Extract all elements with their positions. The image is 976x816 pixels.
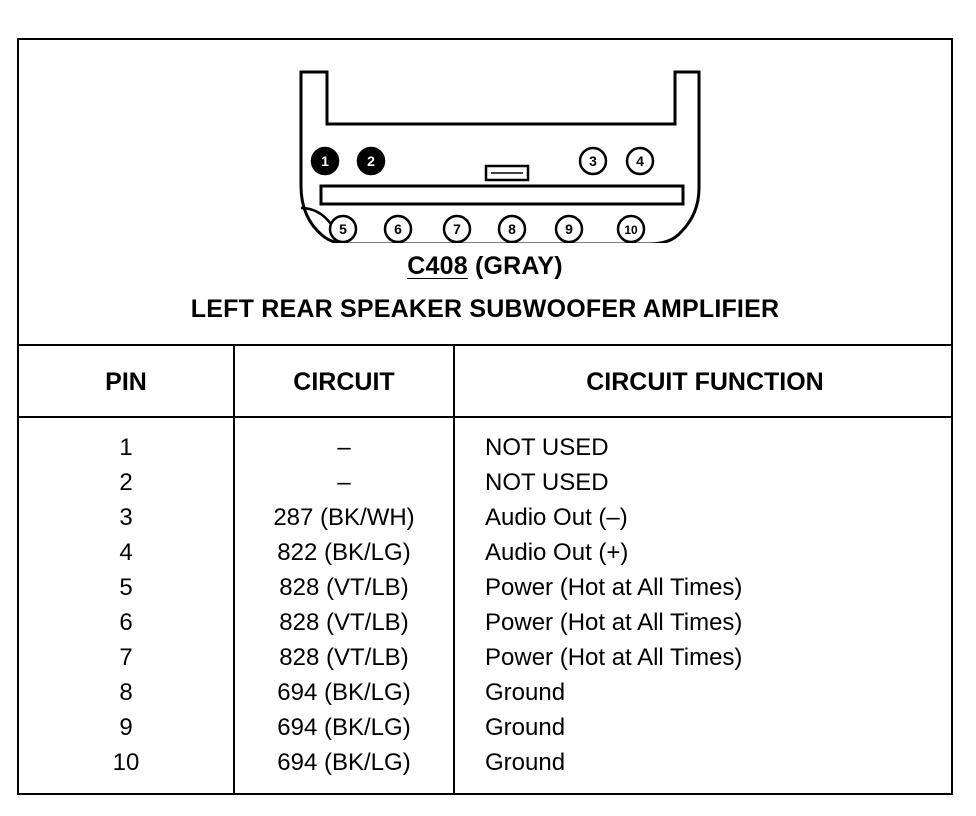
table-row: 4 822 (BK/LG) Audio Out (+) [19,539,951,574]
pin-number: 4 [119,539,133,566]
circuit-function: Ground [485,749,566,776]
connector-color: (GRAY) [474,252,563,280]
pin-5-label: 5 [339,221,347,237]
table-row: 5 828 (VT/LB) Power (Hot at All Times) [19,574,951,609]
pin-number: 7 [119,644,133,671]
circuit-function: Ground [485,679,566,706]
connector-face-diagram: 1 2 3 4 5 6 7 8 9 10 [299,70,701,243]
pin-6-label: 6 [394,221,402,237]
circuit-function: Power (Hot at All Times) [485,644,743,671]
table-row: 2 – NOT USED [19,469,951,504]
pin-2-cavity: 2 [356,146,386,176]
circuit-id: 828 (VT/LB) [279,644,409,671]
circuit-id: 694 (BK/LG) [277,679,411,706]
connector-housing-outline [299,70,701,243]
pin-8-cavity: 8 [497,214,527,243]
pin-10-label: 10 [624,223,638,237]
pin-number: 6 [119,609,133,636]
connector-description: LEFT REAR SPEAKER SUBWOOFER AMPLIFIER [190,295,780,323]
table-row: 9 694 (BK/LG) Ground [19,714,951,749]
circuit-id: – [337,434,351,461]
connector-lock-tab [484,164,530,182]
pin-10-cavity: 10 [616,214,646,243]
connector-slot-bar [319,184,685,206]
circuit-id: 822 (BK/LG) [277,539,411,566]
pin-7-cavity: 7 [442,214,472,243]
circuit-id: 694 (BK/LG) [277,714,411,741]
circuit-function: NOT USED [485,469,609,496]
circuit-function: Power (Hot at All Times) [485,574,743,601]
pin-number: 1 [119,434,133,461]
pin-8-label: 8 [508,221,516,237]
pin-number: 9 [119,714,133,741]
pin-5-cavity: 5 [328,214,358,243]
header-circuit: CIRCUIT [293,368,395,396]
circuit-id: 287 (BK/WH) [273,504,415,531]
table-row: 6 828 (VT/LB) Power (Hot at All Times) [19,609,951,644]
table-row: 3 287 (BK/WH) Audio Out (–) [19,504,951,539]
circuit-function: Power (Hot at All Times) [485,609,743,636]
connector-code: C408 [407,252,468,280]
circuit-id: 828 (VT/LB) [279,609,409,636]
column-divider [233,344,235,793]
table-row: 1 – NOT USED [19,434,951,469]
circuit-function: NOT USED [485,434,609,461]
circuit-function: Audio Out (–) [485,504,628,531]
pin-4-cavity: 4 [625,146,655,176]
pin-9-label: 9 [565,221,573,237]
table-top-rule [19,344,951,346]
connector-chart: 1 2 3 4 5 6 7 8 9 10 C408 (GRAY) LEFT REAR SPEAKE… [17,38,953,795]
header-circuit-function: CIRCUIT FUNCTION [586,368,824,396]
table-header-rule [19,416,951,418]
connector-title: C408 (GRAY) [19,252,951,281]
circuit-id: 694 (BK/LG) [277,749,411,776]
column-divider [453,344,455,793]
table-row: 7 828 (VT/LB) Power (Hot at All Times) [19,644,951,679]
circuit-id: – [337,469,351,496]
pin-1-label: 1 [321,153,329,169]
pin-7-label: 7 [453,221,461,237]
header-pin: PIN [105,368,147,396]
pin-9-cavity: 9 [554,214,584,243]
pin-2-label: 2 [367,153,375,169]
table-row: 10 694 (BK/LG) Ground [19,749,951,784]
table-row: 8 694 (BK/LG) Ground [19,679,951,714]
pin-number: 10 [112,749,140,776]
pin-6-cavity: 6 [383,214,413,243]
pin-number: 2 [119,469,133,496]
pin-1-cavity: 1 [310,146,340,176]
circuit-id: 828 (VT/LB) [279,574,409,601]
pin-number: 3 [119,504,133,531]
pin-3-cavity: 3 [578,146,608,176]
circuit-function: Audio Out (+) [485,539,629,566]
pin-3-label: 3 [589,153,597,169]
pin-number: 5 [119,574,133,601]
pin-number: 8 [119,679,133,706]
circuit-function: Ground [485,714,566,741]
pin-4-label: 4 [636,153,644,169]
